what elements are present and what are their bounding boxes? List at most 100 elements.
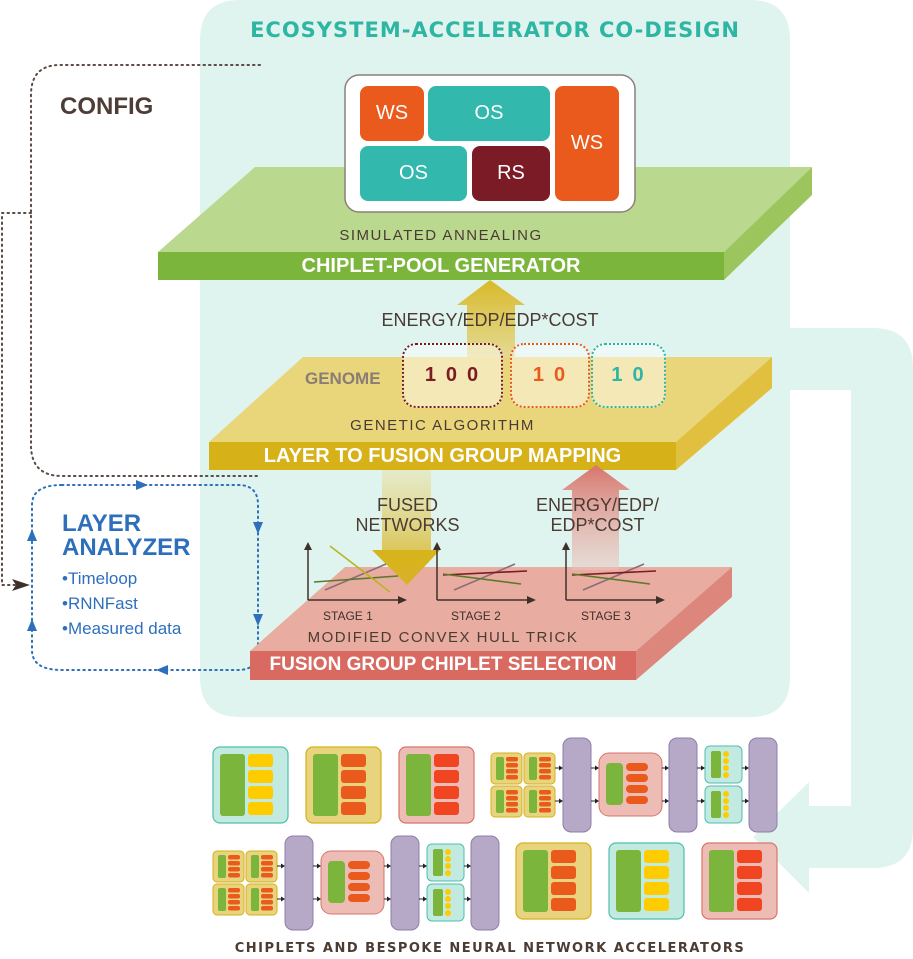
mapping-plate-front bbox=[209, 442, 676, 470]
buffer-bar bbox=[539, 790, 551, 795]
buffer-bar bbox=[434, 754, 459, 767]
interconnect-bar bbox=[562, 737, 592, 833]
buffer-bar bbox=[348, 861, 370, 869]
layer-analyzer-list: Timeloop RNNFast Measured data bbox=[62, 566, 181, 641]
genome-label: GENOME bbox=[305, 369, 381, 388]
buffer-bar bbox=[261, 855, 273, 860]
feedback-arrow bbox=[753, 328, 913, 893]
link-arrow-icon bbox=[281, 863, 285, 869]
link-arrow-icon bbox=[467, 863, 471, 869]
page-title: ECOSYSTEM-ACCELERATOR CO-DESIGN bbox=[250, 18, 740, 42]
selection-plate-front bbox=[250, 651, 636, 680]
axis-arrow-icon bbox=[304, 542, 312, 550]
genome-group: 100 bbox=[402, 343, 503, 408]
chiplet-body bbox=[426, 883, 465, 922]
link-arrow-icon bbox=[281, 896, 285, 902]
buffer-bar bbox=[506, 775, 518, 780]
buffer-dot bbox=[723, 765, 729, 771]
pe-array bbox=[218, 855, 226, 878]
buffer-bar bbox=[539, 775, 551, 780]
buffer-dot bbox=[723, 758, 729, 764]
buffer-bar bbox=[644, 866, 669, 879]
pe-array bbox=[313, 754, 338, 816]
buffer-bar bbox=[341, 786, 366, 799]
genome-group: 10 bbox=[510, 343, 590, 408]
genetic-algorithm-label: GENETIC ALGORITHM bbox=[350, 417, 535, 434]
loop-arrow-up-icon bbox=[27, 619, 37, 631]
buffer-dot bbox=[723, 772, 729, 778]
buffer-bar bbox=[248, 786, 273, 799]
pe-array bbox=[406, 754, 431, 816]
mini-chiplet-yellow bbox=[523, 752, 556, 785]
pe-array bbox=[433, 889, 443, 916]
up-arrow-metrics bbox=[562, 465, 630, 570]
dataflow-block-ws: WS bbox=[555, 86, 619, 201]
buffer-bar bbox=[737, 898, 762, 911]
fused-networks-label: FUSED NETWORKS bbox=[340, 495, 475, 535]
pe-array bbox=[220, 754, 245, 816]
buffer-bar bbox=[644, 882, 669, 895]
pe-array bbox=[328, 861, 345, 903]
buffer-bar bbox=[551, 882, 576, 895]
mini-chiplet-teal bbox=[426, 883, 465, 922]
link-arrow-icon bbox=[317, 863, 321, 869]
analyzer-item: Timeloop bbox=[62, 566, 181, 591]
stage-chart bbox=[304, 542, 407, 604]
mid-chiplet-pink bbox=[320, 850, 385, 915]
convex-hull-label: MODIFIED CONVEX HULL TRICK bbox=[307, 629, 579, 646]
buffer-bar bbox=[348, 883, 370, 891]
chiplet-selection-label: FUSION GROUP CHIPLET SELECTION bbox=[269, 654, 617, 675]
buffer-dot bbox=[723, 798, 729, 804]
stage-3-label: STAGE 3 bbox=[581, 609, 631, 623]
buffer-dot bbox=[445, 889, 451, 895]
buffer-dot bbox=[445, 910, 451, 916]
buffer-bar bbox=[261, 867, 273, 872]
buffer-bar bbox=[248, 754, 273, 767]
buffer-bar bbox=[228, 855, 240, 860]
stage-chart bbox=[562, 542, 665, 604]
loop-arrow-down-icon bbox=[253, 522, 263, 534]
buffer-bar bbox=[539, 802, 551, 807]
buffer-bar bbox=[261, 861, 273, 866]
up-arrow-to-pool bbox=[457, 280, 525, 380]
axis-arrow-icon bbox=[398, 596, 407, 604]
cost-line bbox=[442, 570, 528, 576]
buffer-dot bbox=[723, 791, 729, 797]
buffer-bar bbox=[261, 873, 273, 878]
buffer-bar bbox=[434, 786, 459, 799]
buffer-bar bbox=[228, 861, 240, 866]
buffer-dot bbox=[723, 805, 729, 811]
metric-label-top: ENERGY/EDP/EDP*COST bbox=[381, 310, 599, 330]
pe-array bbox=[709, 850, 734, 912]
chiplet-body bbox=[426, 843, 465, 882]
buffer-bar bbox=[434, 770, 459, 783]
buffer-bar bbox=[506, 790, 518, 795]
buffer-bar bbox=[539, 763, 551, 768]
mini-chiplet-teal bbox=[704, 785, 743, 824]
chiplet-teal bbox=[212, 746, 289, 824]
link-arrow-icon bbox=[423, 863, 427, 869]
link-arrow-icon bbox=[423, 896, 427, 902]
pe-array bbox=[711, 751, 721, 778]
analyzer-item: RNNFast bbox=[62, 591, 181, 616]
interconnect-bar bbox=[390, 835, 420, 931]
stage-2-label: STAGE 2 bbox=[451, 609, 501, 623]
pe-array bbox=[529, 757, 537, 780]
buffer-bar bbox=[626, 796, 648, 804]
link-arrow-icon bbox=[317, 896, 321, 902]
mini-chiplet-yellow bbox=[245, 883, 278, 916]
chiplet-body bbox=[704, 745, 743, 784]
chiplet-pink bbox=[701, 842, 778, 920]
buffer-bar bbox=[228, 894, 240, 899]
loop-arrow-down-icon bbox=[253, 614, 263, 626]
chiplet-body bbox=[704, 785, 743, 824]
buffer-bar bbox=[348, 894, 370, 902]
pe-array bbox=[433, 849, 443, 876]
link-arrow-icon bbox=[665, 765, 669, 771]
axis-arrow-icon bbox=[656, 596, 665, 604]
metric-label-bottom-line2: EDP*COST bbox=[550, 515, 645, 535]
buffer-dot bbox=[445, 903, 451, 909]
selection-plate-top bbox=[250, 567, 732, 651]
dataflow-block-os: OS bbox=[360, 146, 467, 201]
buffer-bar bbox=[228, 867, 240, 872]
